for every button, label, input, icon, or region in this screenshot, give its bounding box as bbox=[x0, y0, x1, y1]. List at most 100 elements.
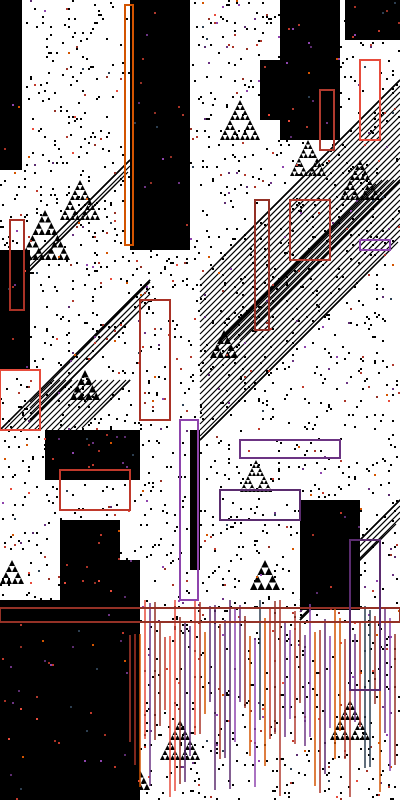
noise-pixel bbox=[112, 682, 114, 684]
noise-pixel bbox=[334, 184, 336, 186]
hatch-line bbox=[33, 379, 85, 431]
noise-pixel bbox=[158, 344, 160, 346]
noise-pixel bbox=[208, 236, 210, 238]
noise-pixel bbox=[122, 462, 124, 464]
noise-pixel bbox=[300, 206, 302, 208]
noise-pixel bbox=[276, 722, 278, 724]
noise-pixel bbox=[340, 210, 342, 212]
noise-pixel bbox=[372, 590, 374, 592]
noise-pixel bbox=[36, 544, 38, 546]
noise-pixel bbox=[240, 376, 242, 378]
noise-pixel bbox=[274, 174, 276, 176]
noise-pixel bbox=[94, 252, 96, 254]
noise-pixel bbox=[172, 560, 174, 562]
noise-pixel bbox=[222, 364, 224, 366]
noise-pixel bbox=[0, 686, 2, 688]
noise-pixel bbox=[56, 162, 58, 164]
noise-pixel bbox=[106, 266, 108, 268]
noise-pixel bbox=[80, 208, 82, 210]
noise-pixel bbox=[6, 34, 8, 36]
noise-pixel bbox=[376, 634, 378, 636]
noise-pixel bbox=[318, 488, 320, 490]
noise-pixel bbox=[180, 126, 182, 128]
noise-pixel bbox=[224, 610, 226, 612]
noise-pixel bbox=[156, 630, 158, 632]
noise-pixel bbox=[360, 672, 362, 674]
noise-pixel bbox=[236, 554, 238, 556]
noise-pixel bbox=[332, 758, 334, 760]
noise-pixel bbox=[90, 642, 92, 644]
noise-pixel bbox=[298, 210, 300, 212]
noise-pixel bbox=[318, 750, 320, 752]
noise-pixel bbox=[326, 314, 328, 316]
noise-pixel bbox=[4, 66, 6, 68]
noise-pixel bbox=[52, 60, 54, 62]
noise-pixel bbox=[86, 358, 88, 360]
noise-pixel bbox=[86, 38, 88, 40]
noise-pixel bbox=[26, 366, 28, 368]
sierpinski-triangle bbox=[342, 190, 348, 195]
noise-pixel bbox=[358, 300, 360, 302]
noise-pixel bbox=[170, 22, 172, 24]
noise-pixel bbox=[314, 484, 316, 486]
noise-pixel bbox=[332, 8, 334, 10]
noise-pixel bbox=[80, 174, 82, 176]
sierpinski-triangle bbox=[91, 717, 96, 722]
noise-pixel bbox=[318, 78, 320, 80]
noise-pixel bbox=[60, 754, 62, 756]
noise-pixel bbox=[226, 610, 228, 612]
noise-pixel bbox=[380, 782, 382, 784]
noise-pixel bbox=[266, 688, 268, 690]
noise-pixel bbox=[174, 38, 176, 40]
sierpinski-triangle bbox=[99, 732, 104, 737]
noise-pixel bbox=[148, 648, 150, 650]
noise-pixel bbox=[18, 106, 20, 108]
noise-pixel bbox=[20, 58, 22, 60]
sierpinski-triangle bbox=[320, 595, 325, 600]
sierpinski-triangle bbox=[33, 698, 38, 703]
noise-pixel bbox=[296, 320, 298, 322]
noise-pixel bbox=[144, 484, 146, 486]
noise-pixel bbox=[292, 332, 294, 334]
noise-pixel bbox=[256, 540, 258, 542]
noise-pixel bbox=[316, 104, 318, 106]
noise-pixel bbox=[304, 42, 306, 44]
noise-pixel bbox=[222, 290, 224, 292]
sierpinski-triangle bbox=[65, 205, 70, 210]
noise-pixel bbox=[0, 362, 2, 364]
noise-pixel bbox=[392, 218, 394, 220]
sierpinski-triangle bbox=[105, 743, 109, 748]
noise-pixel bbox=[14, 714, 16, 716]
noise-pixel bbox=[372, 670, 374, 672]
noise-pixel bbox=[52, 706, 54, 708]
noise-pixel bbox=[310, 490, 312, 492]
noise-pixel bbox=[294, 448, 296, 450]
noise-pixel bbox=[76, 118, 78, 120]
noise-pixel bbox=[276, 368, 278, 370]
noise-pixel bbox=[120, 242, 122, 244]
noise-pixel bbox=[238, 580, 240, 582]
noise-pixel bbox=[88, 466, 90, 468]
noise-pixel bbox=[306, 428, 308, 430]
noise-pixel bbox=[164, 568, 166, 570]
noise-pixel bbox=[14, 504, 16, 506]
noise-pixel bbox=[8, 324, 10, 326]
noise-pixel bbox=[44, 660, 46, 662]
noise-pixel bbox=[88, 180, 90, 182]
noise-pixel bbox=[184, 454, 186, 456]
noise-pixel bbox=[70, 84, 72, 86]
noise-pixel bbox=[140, 200, 142, 202]
noise-pixel bbox=[198, 364, 200, 366]
noise-pixel bbox=[100, 266, 102, 268]
sierpinski-triangle bbox=[63, 758, 68, 763]
sierpinski-triangle bbox=[16, 702, 21, 707]
noise-pixel bbox=[288, 12, 290, 14]
noise-pixel bbox=[164, 504, 166, 506]
noise-pixel bbox=[228, 62, 230, 64]
noise-pixel bbox=[12, 514, 14, 516]
noise-pixel bbox=[202, 270, 204, 272]
noise-pixel bbox=[118, 440, 120, 442]
noise-pixel bbox=[396, 160, 398, 162]
sierpinski-triangle bbox=[352, 190, 358, 195]
noise-pixel bbox=[26, 264, 28, 266]
